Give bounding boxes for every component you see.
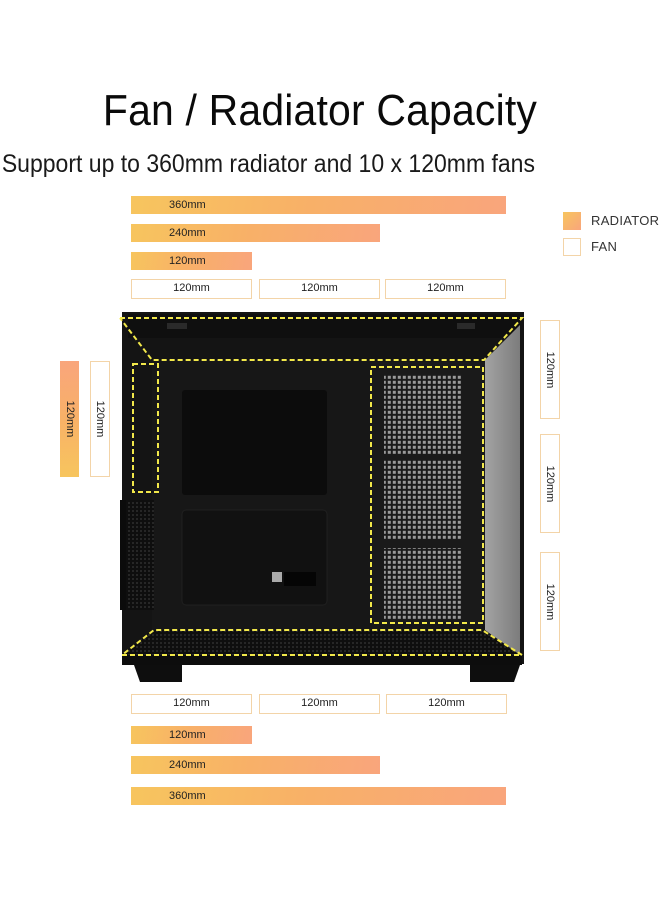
pc-case-illustration [112,310,526,682]
legend-fan-label: FAN [591,239,618,254]
top-radiator-120: 120mm [131,252,252,270]
top-fan-3: 120mm [385,279,506,299]
rear-radiator-120: 120mm [60,361,79,477]
top-radiator-240: 240mm [131,224,380,242]
fan-size-label: 120mm [544,465,556,502]
side-fan-3: 120mm [540,552,560,651]
legend-radiator-label: RADIATOR [591,213,660,228]
radiator-swatch-icon [563,212,581,230]
page-subtitle: Support up to 360mm radiator and 10 x 12… [1,150,535,178]
bottom-radiator-120: 120mm [131,726,252,744]
side-fan-2: 120mm [540,434,560,533]
page-title: Fan / Radiator Capacity [102,86,538,135]
bottom-fan-1: 120mm [131,694,252,714]
top-fan-1: 120mm [131,279,252,299]
fan-swatch-icon [563,238,581,256]
radiator-size-label: 120mm [169,729,206,741]
radiator-size-label: 360mm [169,199,206,211]
top-radiator-360: 360mm [131,196,506,214]
radiator-size-label: 240mm [169,759,206,771]
radiator-size-label: 240mm [169,227,206,239]
radiator-size-label: 120mm [63,400,76,438]
fan-size-label: 120mm [94,400,106,438]
top-fan-2: 120mm [259,279,380,299]
fan-size-label: 120mm [544,583,556,620]
rear-fan: 120mm [90,361,110,477]
fan-size-label: 120mm [544,351,556,388]
bottom-radiator-240: 240mm [131,756,380,774]
bottom-radiator-360: 360mm [131,787,506,805]
radiator-size-label: 360mm [169,790,206,802]
radiator-size-label: 120mm [169,255,206,267]
bottom-fan-2: 120mm [259,694,380,714]
side-fan-1: 120mm [540,320,560,419]
bottom-fan-3: 120mm [386,694,507,714]
